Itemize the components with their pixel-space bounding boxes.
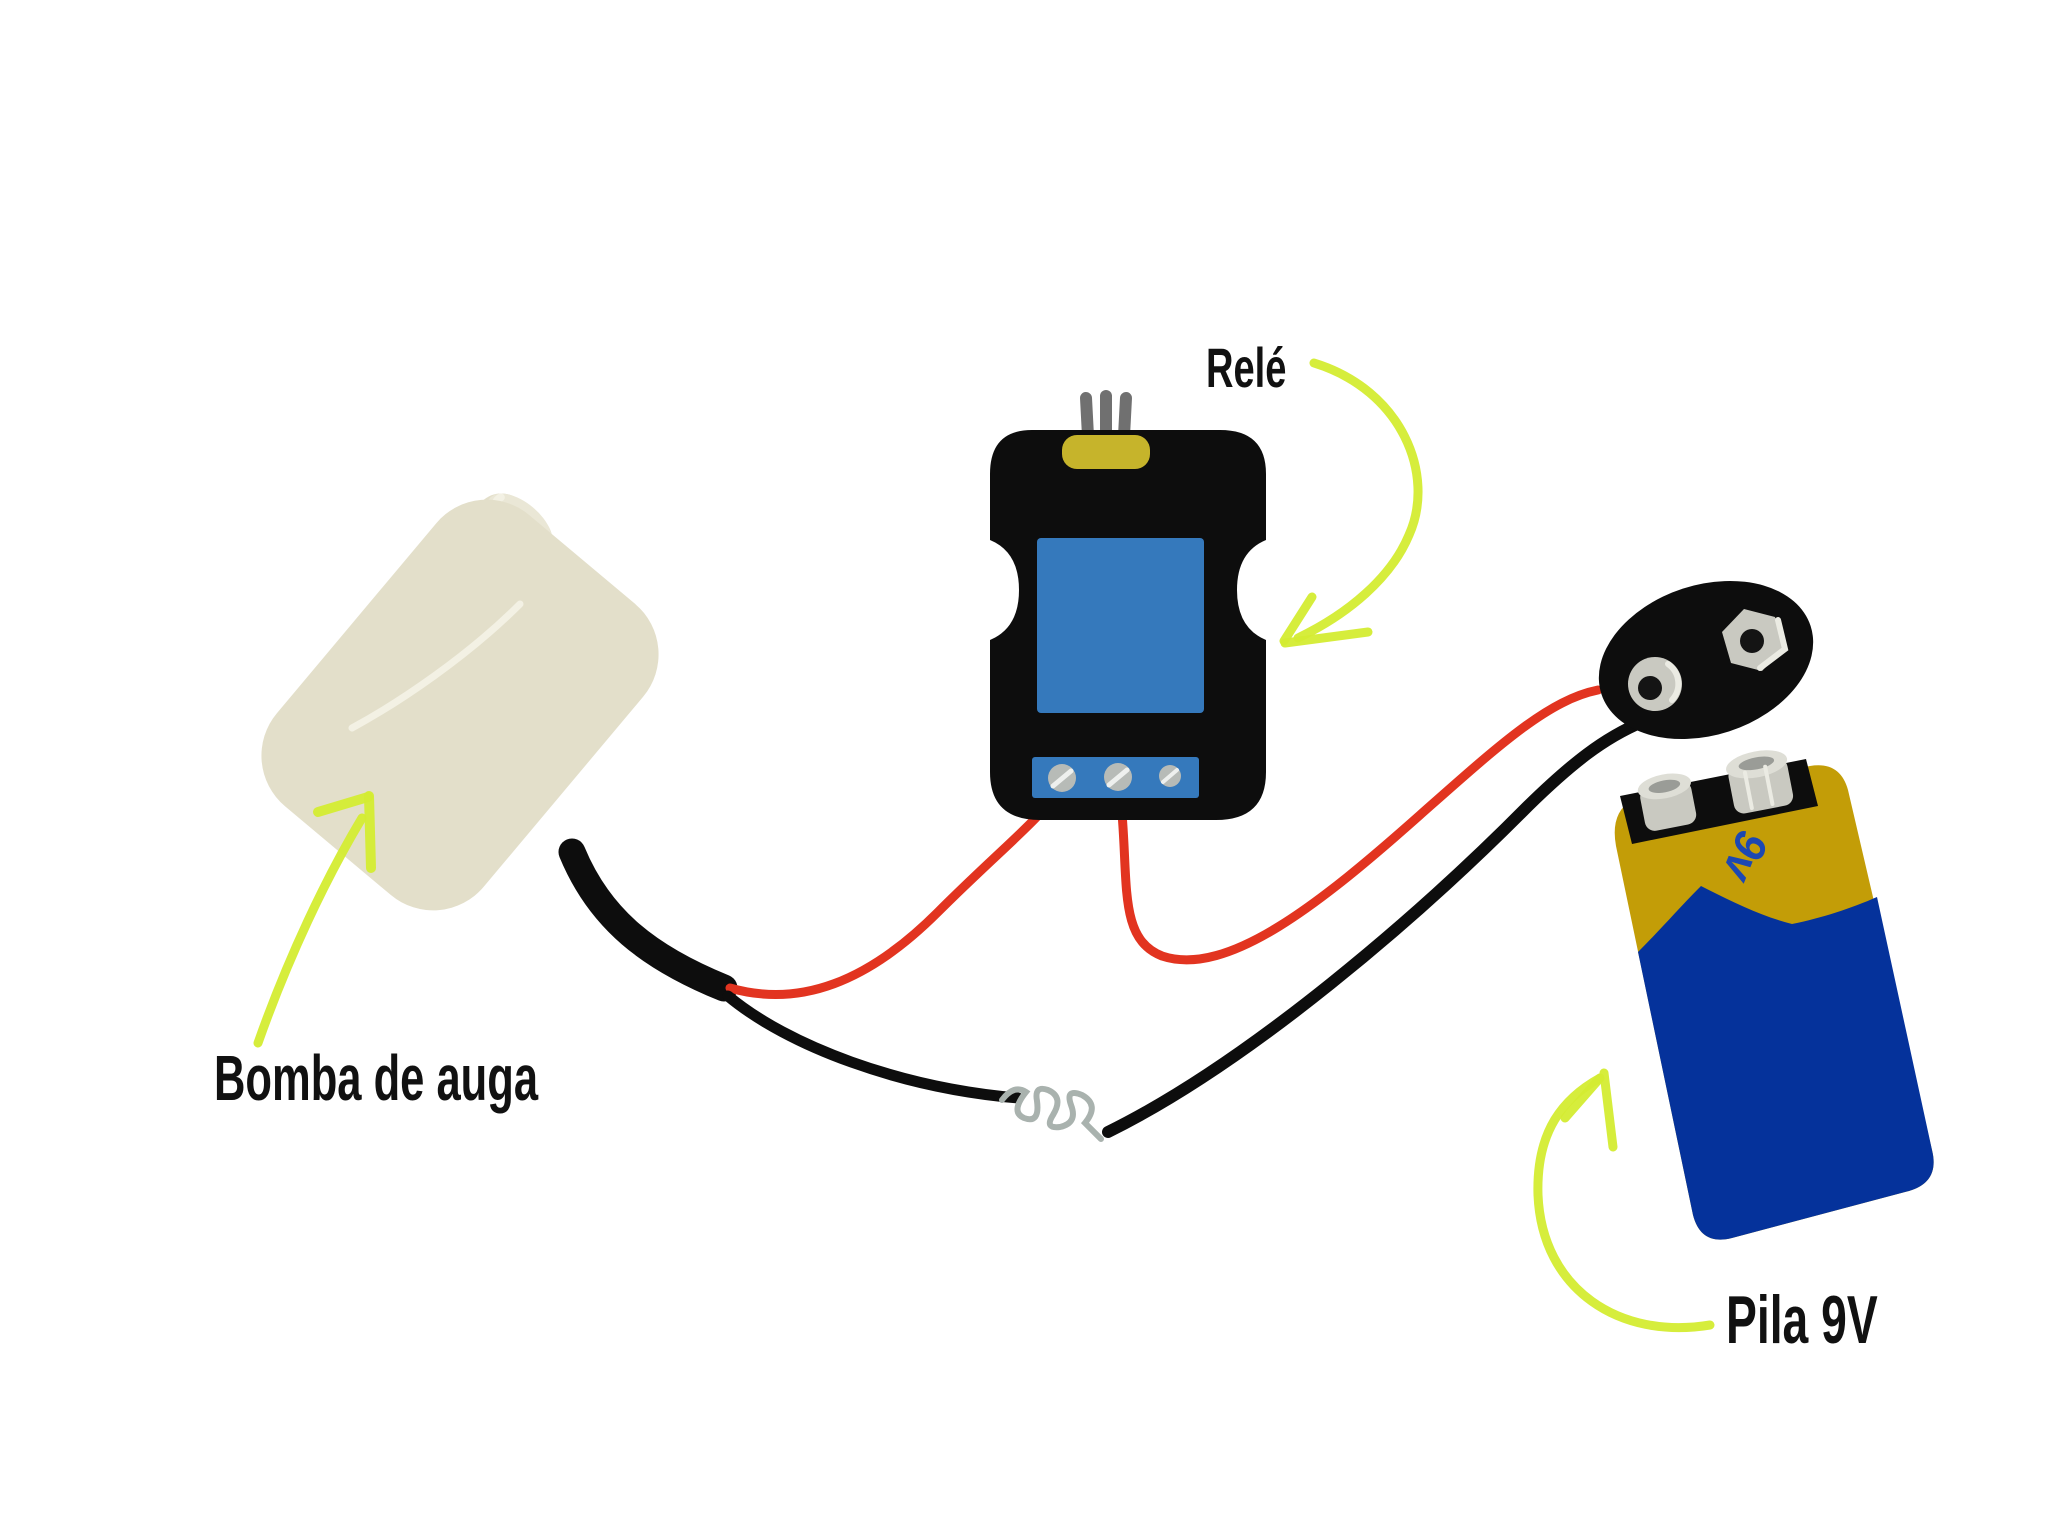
red-wire-pump-to-relay	[725, 783, 1065, 999]
battery-body-blue	[1638, 886, 1934, 1240]
screw-slot	[1050, 768, 1074, 789]
black-wire-pump-to-splice	[722, 990, 1024, 1104]
terminal-hole	[1638, 676, 1662, 700]
connector-hex-terminal	[1722, 609, 1789, 671]
pump-body	[261, 499, 659, 911]
annotation-arrows	[253, 358, 1715, 1333]
battery-small-terminal	[1637, 773, 1697, 831]
terminal-crimp-lines	[1742, 764, 1775, 811]
terminal-hole	[1740, 629, 1764, 653]
red-wire-relay-to-connector	[1115, 685, 1603, 965]
wire-splice-coil	[999, 1085, 1104, 1142]
terminal-top-inner	[1648, 779, 1681, 793]
pump-arrow-icon	[253, 791, 376, 1048]
relay-pin	[1080, 392, 1094, 442]
black-wire-splice-to-connector	[1102, 716, 1648, 1138]
water-pump	[261, 493, 659, 911]
relay-top-tab	[1062, 435, 1150, 469]
connector-round-terminal	[1628, 657, 1682, 711]
relay-label: Relé	[1206, 336, 1287, 399]
battery-arrow-icon	[1533, 1068, 1715, 1333]
relay-pin	[1100, 390, 1112, 442]
pump-seam-line	[348, 600, 524, 732]
relay-window	[1037, 538, 1204, 713]
relay-terminal-screws	[1048, 763, 1181, 792]
battery-snap-connector	[1598, 580, 1814, 740]
terminal-hex-highlight	[1757, 617, 1789, 671]
relay-pin	[1118, 392, 1132, 442]
relay-pins	[1080, 390, 1132, 442]
relay-arrow-icon	[1279, 358, 1423, 648]
pump-cable	[558, 838, 738, 1002]
battery-large-terminal	[1726, 750, 1794, 814]
relay-module	[990, 390, 1266, 820]
screw-slot	[1161, 768, 1179, 784]
battery-label: Pila 9V	[1726, 1282, 1878, 1358]
terminal-ring-highlight	[1665, 661, 1682, 703]
battery-9v	[1614, 750, 1934, 1240]
screw-slot	[1106, 767, 1130, 788]
pump-label: Bomba de auga	[214, 1042, 539, 1114]
wiring	[558, 685, 1648, 1142]
